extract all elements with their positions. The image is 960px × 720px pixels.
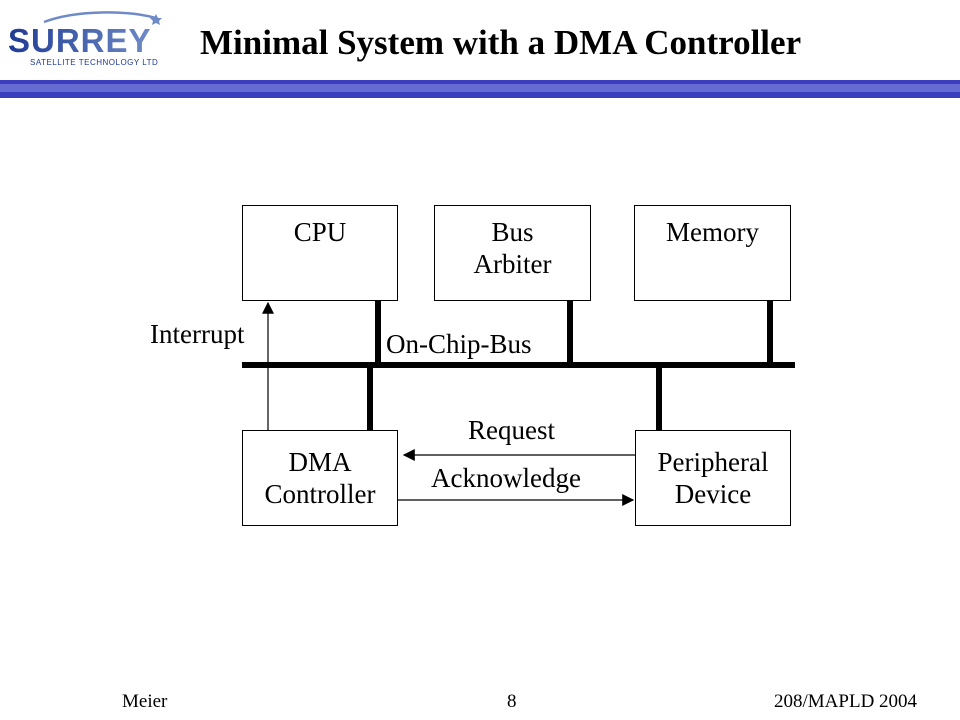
peripheral-device-label-line-1: Peripheral bbox=[657, 447, 769, 477]
logo-word: SURREY bbox=[8, 22, 152, 59]
cpu-block: CPU bbox=[242, 205, 398, 301]
surrey-logo: SURREY SATELLITE TECHNOLOGY LTD bbox=[8, 11, 162, 67]
memory-block: Memory bbox=[634, 205, 791, 301]
memory-label: Memory bbox=[666, 217, 759, 247]
footer-reference: 208/MAPLD 2004 bbox=[774, 691, 918, 712]
interrupt-label: Interrupt bbox=[150, 319, 245, 349]
dma-controller-label-line-2: Controller bbox=[264, 479, 376, 509]
bus-arbiter-block: Bus Arbiter bbox=[434, 205, 591, 301]
dma-controller-block: DMA Controller bbox=[242, 430, 398, 526]
peripheral-device-label-line-2: Device bbox=[674, 479, 752, 509]
footer-author: Meier bbox=[122, 691, 168, 712]
bus-arbiter-label-line-1: Bus bbox=[491, 217, 534, 247]
peripheral-device-block: Peripheral Device bbox=[635, 430, 791, 526]
title-bar bbox=[0, 80, 960, 98]
bus-arbiter-label-line-2: Arbiter bbox=[473, 249, 552, 279]
acknowledge-label: Acknowledge bbox=[431, 463, 581, 493]
on-chip-bus-label: On-Chip-Bus bbox=[386, 329, 532, 359]
title-bar-accent bbox=[0, 84, 960, 92]
slide-title: Minimal System with a DMA Controller bbox=[200, 23, 802, 62]
request-label: Request bbox=[468, 415, 555, 445]
logo-tagline: SATELLITE TECHNOLOGY LTD bbox=[30, 58, 158, 67]
logo-star-icon bbox=[150, 14, 162, 25]
dma-controller-label-line-1: DMA bbox=[288, 447, 352, 477]
logo-swoosh-icon bbox=[43, 11, 157, 24]
footer-page-number: 8 bbox=[507, 691, 517, 712]
cpu-label: CPU bbox=[293, 217, 347, 247]
